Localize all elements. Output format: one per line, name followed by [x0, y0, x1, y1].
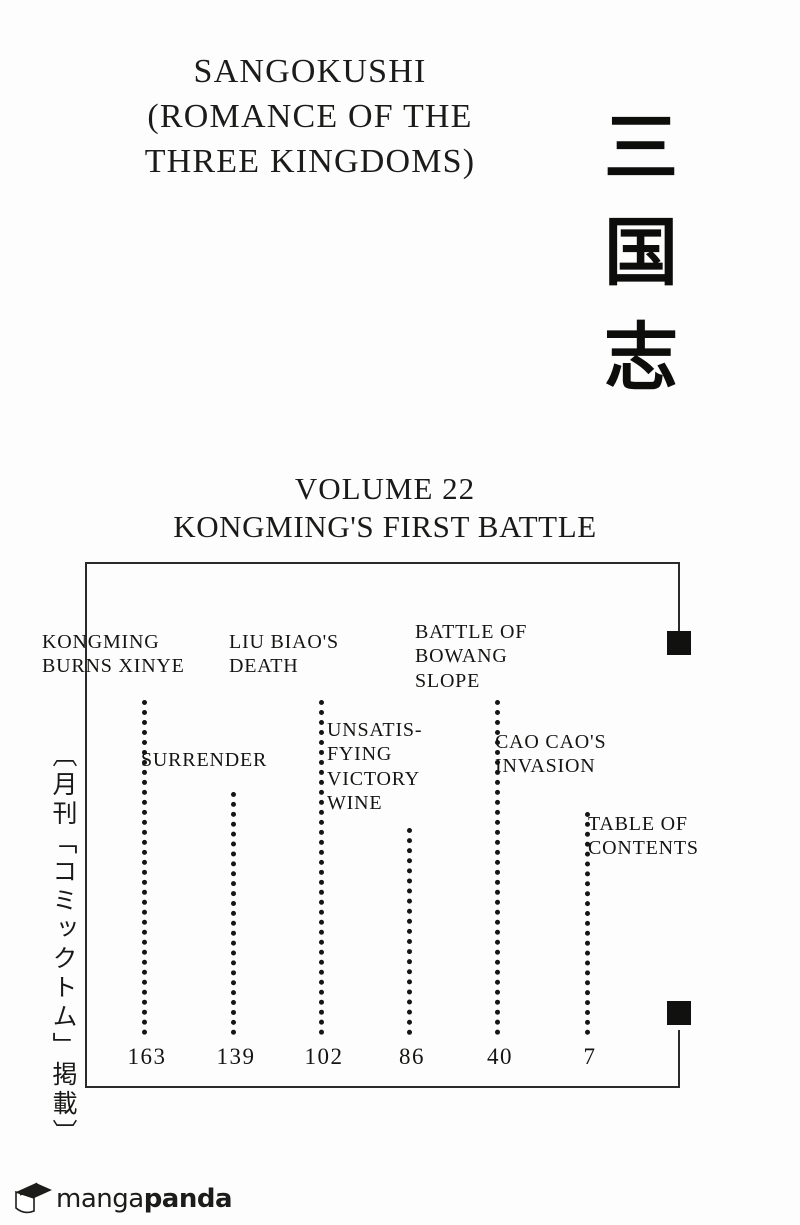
frame-node-bottom — [667, 1001, 691, 1025]
entry-leader-2 — [231, 792, 241, 1035]
entry-page-1[interactable]: 163 — [127, 1044, 167, 1069]
frame-right-top-segment — [678, 562, 680, 644]
entry-page-6[interactable]: 7 — [583, 1044, 597, 1069]
volume-subtitle: KONGMING'S FIRST BATTLE — [173, 508, 597, 544]
entry-label-3[interactable]: LIU BIAO'S DEATH — [229, 631, 339, 678]
entry-label-5[interactable]: BATTLE OF BOWANG SLOPE — [415, 621, 528, 692]
kanji-char-1: 三 — [604, 105, 678, 191]
logo-wordmark: mangapanda — [56, 1184, 233, 1214]
entry-label-2[interactable]: SURRENDER — [141, 749, 268, 771]
entry-label-4[interactable]: UNSATIS- FYING VICTORY WINE — [327, 719, 423, 815]
contents-frame — [85, 562, 680, 1088]
entry-label-1[interactable]: KONGMING BURNS XINYE — [42, 631, 185, 678]
logo-text-bold: panda — [143, 1184, 233, 1214]
entry-leader-5 — [495, 700, 505, 1035]
logo-text-light: manga — [56, 1184, 144, 1214]
entry-page-4[interactable]: 86 — [399, 1044, 425, 1069]
title-line-3: THREE KINGDOMS) — [144, 142, 476, 180]
frame-right-bottom-segment — [678, 1030, 680, 1088]
entry-label-6[interactable]: CAO CAO'S INVASION — [495, 731, 607, 778]
entry-leader-6 — [585, 812, 595, 1035]
entry-leader-4 — [407, 828, 417, 1035]
entry-page-2[interactable]: 139 — [216, 1044, 256, 1069]
kanji-title: 三 国 志 — [596, 96, 686, 411]
page-title: SANGOKUSHI (ROMANCE OF THE THREE KINGDOM… — [60, 50, 560, 185]
volume-number: VOLUME 22 — [294, 471, 476, 506]
entry-page-3[interactable]: 102 — [304, 1044, 344, 1069]
volume-heading: VOLUME 22 KONGMING'S FIRST BATTLE — [40, 470, 730, 546]
entry-leader-1 — [142, 700, 152, 1035]
graduation-cap-icon — [14, 1182, 54, 1216]
magazine-serialization-note: 〔月刊「コミックトム」掲載〕 — [49, 742, 78, 1148]
kanji-char-3: 志 — [604, 315, 678, 402]
table-of-contents-label: TABLE OF CONTENTS — [588, 813, 699, 860]
title-line-1: SANGOKUSHI — [193, 53, 427, 90]
kanji-char-2: 国 — [604, 210, 678, 297]
mangapanda-watermark: mangapanda — [14, 1182, 233, 1216]
entry-leader-3 — [319, 700, 329, 1035]
frame-node-top — [667, 631, 691, 655]
entry-page-5[interactable]: 40 — [487, 1044, 513, 1069]
title-line-2: (ROMANCE OF THE — [147, 97, 473, 135]
